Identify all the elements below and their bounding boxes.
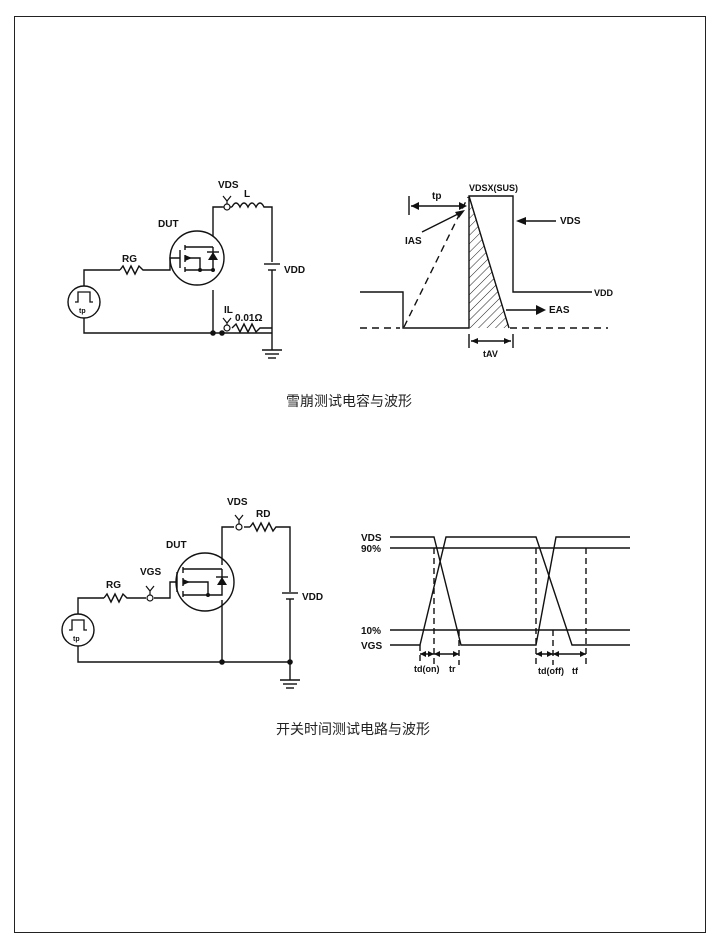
wave-vds-label: VDS — [560, 216, 581, 227]
tdon-label: td(on) — [414, 664, 439, 674]
p10-label: 10% — [361, 626, 381, 637]
ias-label: IAS — [405, 236, 422, 247]
avalanche-circuit — [83, 202, 282, 359]
wave-vds-label-2: VDS — [361, 533, 382, 544]
rg-label-2: RG — [106, 580, 121, 591]
inductor — [231, 202, 273, 262]
rg-label: RG — [122, 254, 137, 265]
vds-terminal — [223, 203, 231, 211]
dut-label-2: DUT — [166, 540, 187, 551]
vds-terminal-2 — [235, 523, 243, 531]
pulse-source-2 — [61, 613, 95, 647]
junction-dot — [287, 659, 293, 665]
vds-label-2: VDS — [227, 497, 248, 508]
tav-label: tAV — [483, 349, 498, 359]
il-label: IL — [224, 305, 233, 316]
rd-resistor — [249, 521, 291, 592]
junction-dot — [219, 330, 225, 336]
page-frame — [14, 16, 706, 933]
inductor-label: L — [244, 189, 250, 200]
tdoff-label: td(off) — [538, 666, 564, 676]
vdsx-label: VDSX(SUS) — [469, 183, 518, 193]
rd-label: RD — [256, 509, 270, 520]
eas-label: EAS — [549, 305, 570, 316]
source-label-2: tp — [73, 636, 80, 643]
shunt-label: 0.01Ω — [235, 313, 262, 324]
wave-vdd-label: VDD — [594, 288, 614, 298]
junction-dot — [210, 330, 216, 336]
switching-caption: 开关时间测试电路与波形 — [276, 722, 430, 738]
tf-label: tf — [572, 666, 579, 676]
junction-dot — [219, 659, 225, 665]
p90-label: 90% — [361, 544, 381, 555]
pulse-source — [67, 285, 101, 319]
switching-waveform — [390, 536, 630, 665]
dut-label: DUT — [158, 219, 179, 230]
tr-label: tr — [449, 664, 456, 674]
tp-label: tp — [432, 191, 441, 202]
vdd-label: VDD — [284, 265, 305, 276]
shunt-resistor — [231, 322, 272, 334]
vds-label: VDS — [218, 180, 239, 191]
vdd-label-2: VDD — [302, 592, 323, 603]
avalanche-caption: 雪崩测试电容与波形 — [286, 393, 412, 410]
wave-vgs-label: VGS — [361, 641, 382, 652]
vgs-terminal — [146, 594, 154, 602]
rg-resistor — [119, 264, 150, 276]
rg-resistor-2 — [103, 592, 146, 604]
source-label: tp — [79, 308, 86, 315]
vgs-label: VGS — [140, 567, 161, 578]
il-terminal — [223, 324, 231, 332]
